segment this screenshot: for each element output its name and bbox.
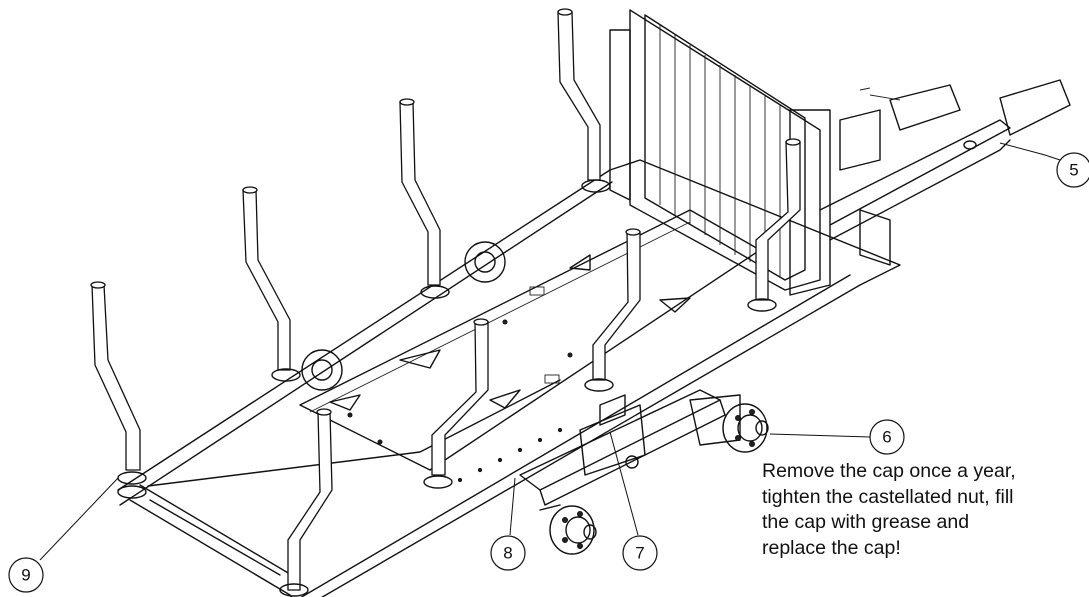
callout-9-label: 9 <box>21 566 30 585</box>
callout-8-label: 8 <box>503 544 512 563</box>
callout-7-label: 7 <box>635 544 644 563</box>
axle-assembly <box>519 389 741 506</box>
callout-5: 5 <box>1056 152 1089 188</box>
callout-6: 6 <box>869 419 905 455</box>
callout-5-label: 5 <box>1069 161 1078 180</box>
maintenance-note: Remove the cap once a year, tighten the … <box>762 459 1089 561</box>
hub-right <box>722 403 769 453</box>
hub-left <box>539 504 597 555</box>
far-side-hubs <box>301 241 506 391</box>
note-line-3: the cap with grease and <box>762 511 970 533</box>
rail-bolt-holes <box>457 427 563 483</box>
callout-6-label: 6 <box>882 428 891 447</box>
leader-lines <box>39 142 1076 561</box>
front-gate <box>609 9 831 296</box>
note-line-4: replace the cap! <box>762 536 901 559</box>
note-line-1: Remove the cap once a year, <box>762 460 1016 482</box>
stake-uprights <box>90 8 801 591</box>
callout-8: 8 <box>490 535 526 571</box>
stake-pockets <box>117 179 777 597</box>
callout-9: 9 <box>8 557 44 593</box>
note-line-2: tighten the castellated nut, fill <box>762 485 1014 508</box>
frame-rails <box>117 159 901 597</box>
drawbar <box>819 79 1071 266</box>
callout-7: 7 <box>622 535 658 571</box>
floor-plate <box>299 209 761 471</box>
